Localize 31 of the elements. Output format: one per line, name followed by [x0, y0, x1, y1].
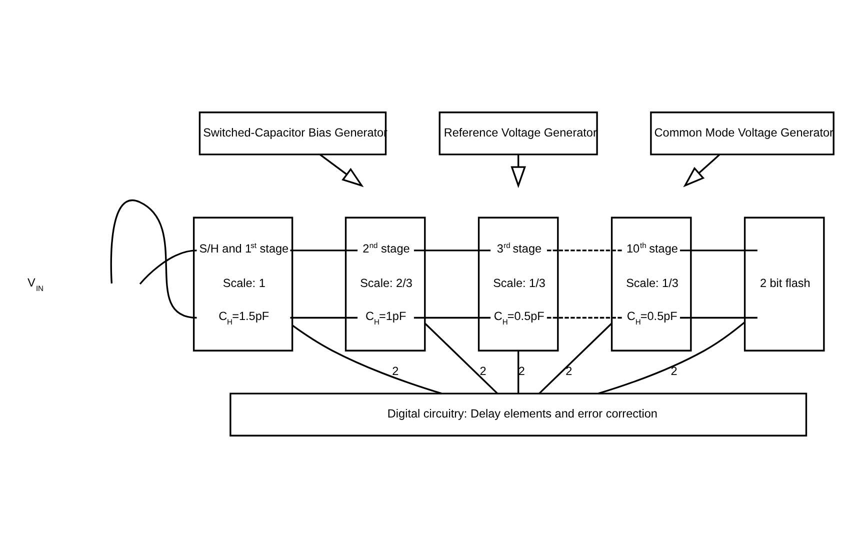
connector — [414, 316, 491, 318]
arrow — [320, 153, 364, 187]
node-box: Common Mode Voltage Generator — [650, 111, 834, 155]
node-box: S/H and 1$^{st}$ stage Scale: 1 C$_{H}$=1.5pF — [192, 216, 294, 351]
node-box: 2$^{nd}$ stage Scale: 2/3 C$_{H}$=1pF — [344, 216, 426, 351]
edge-label: 2 — [518, 364, 525, 378]
connector — [518, 350, 520, 393]
connector — [546, 316, 624, 318]
node-box: Digital circuitry: Delay elements and error correction — [230, 392, 808, 436]
connector — [290, 316, 358, 318]
node-box: 10$^{th}$ stage Scale: 1/3 C$_{H}$=0.5pF — [610, 216, 692, 351]
node-box: 3$^{rd}$ stage Scale: 1/3 C$_{H}$=0.5pF — [478, 216, 559, 351]
connector — [424, 322, 498, 394]
connector — [292, 324, 442, 394]
edge-label: 2 — [566, 364, 572, 378]
connector — [546, 249, 624, 251]
connector — [538, 322, 612, 394]
edge-label: 2 — [670, 364, 678, 378]
arrow — [510, 154, 526, 188]
connector — [139, 249, 197, 284]
edge-label: 2 — [392, 364, 399, 378]
arrow — [683, 153, 720, 187]
connector — [110, 199, 197, 318]
connector — [414, 249, 491, 251]
connector — [598, 321, 746, 394]
connector — [680, 316, 758, 318]
connector — [290, 249, 358, 251]
connector — [680, 249, 758, 251]
label: V$_{IN}$ — [28, 276, 44, 292]
node-box: 2 bit flash — [744, 216, 825, 351]
edge-label: 2 — [480, 364, 486, 378]
